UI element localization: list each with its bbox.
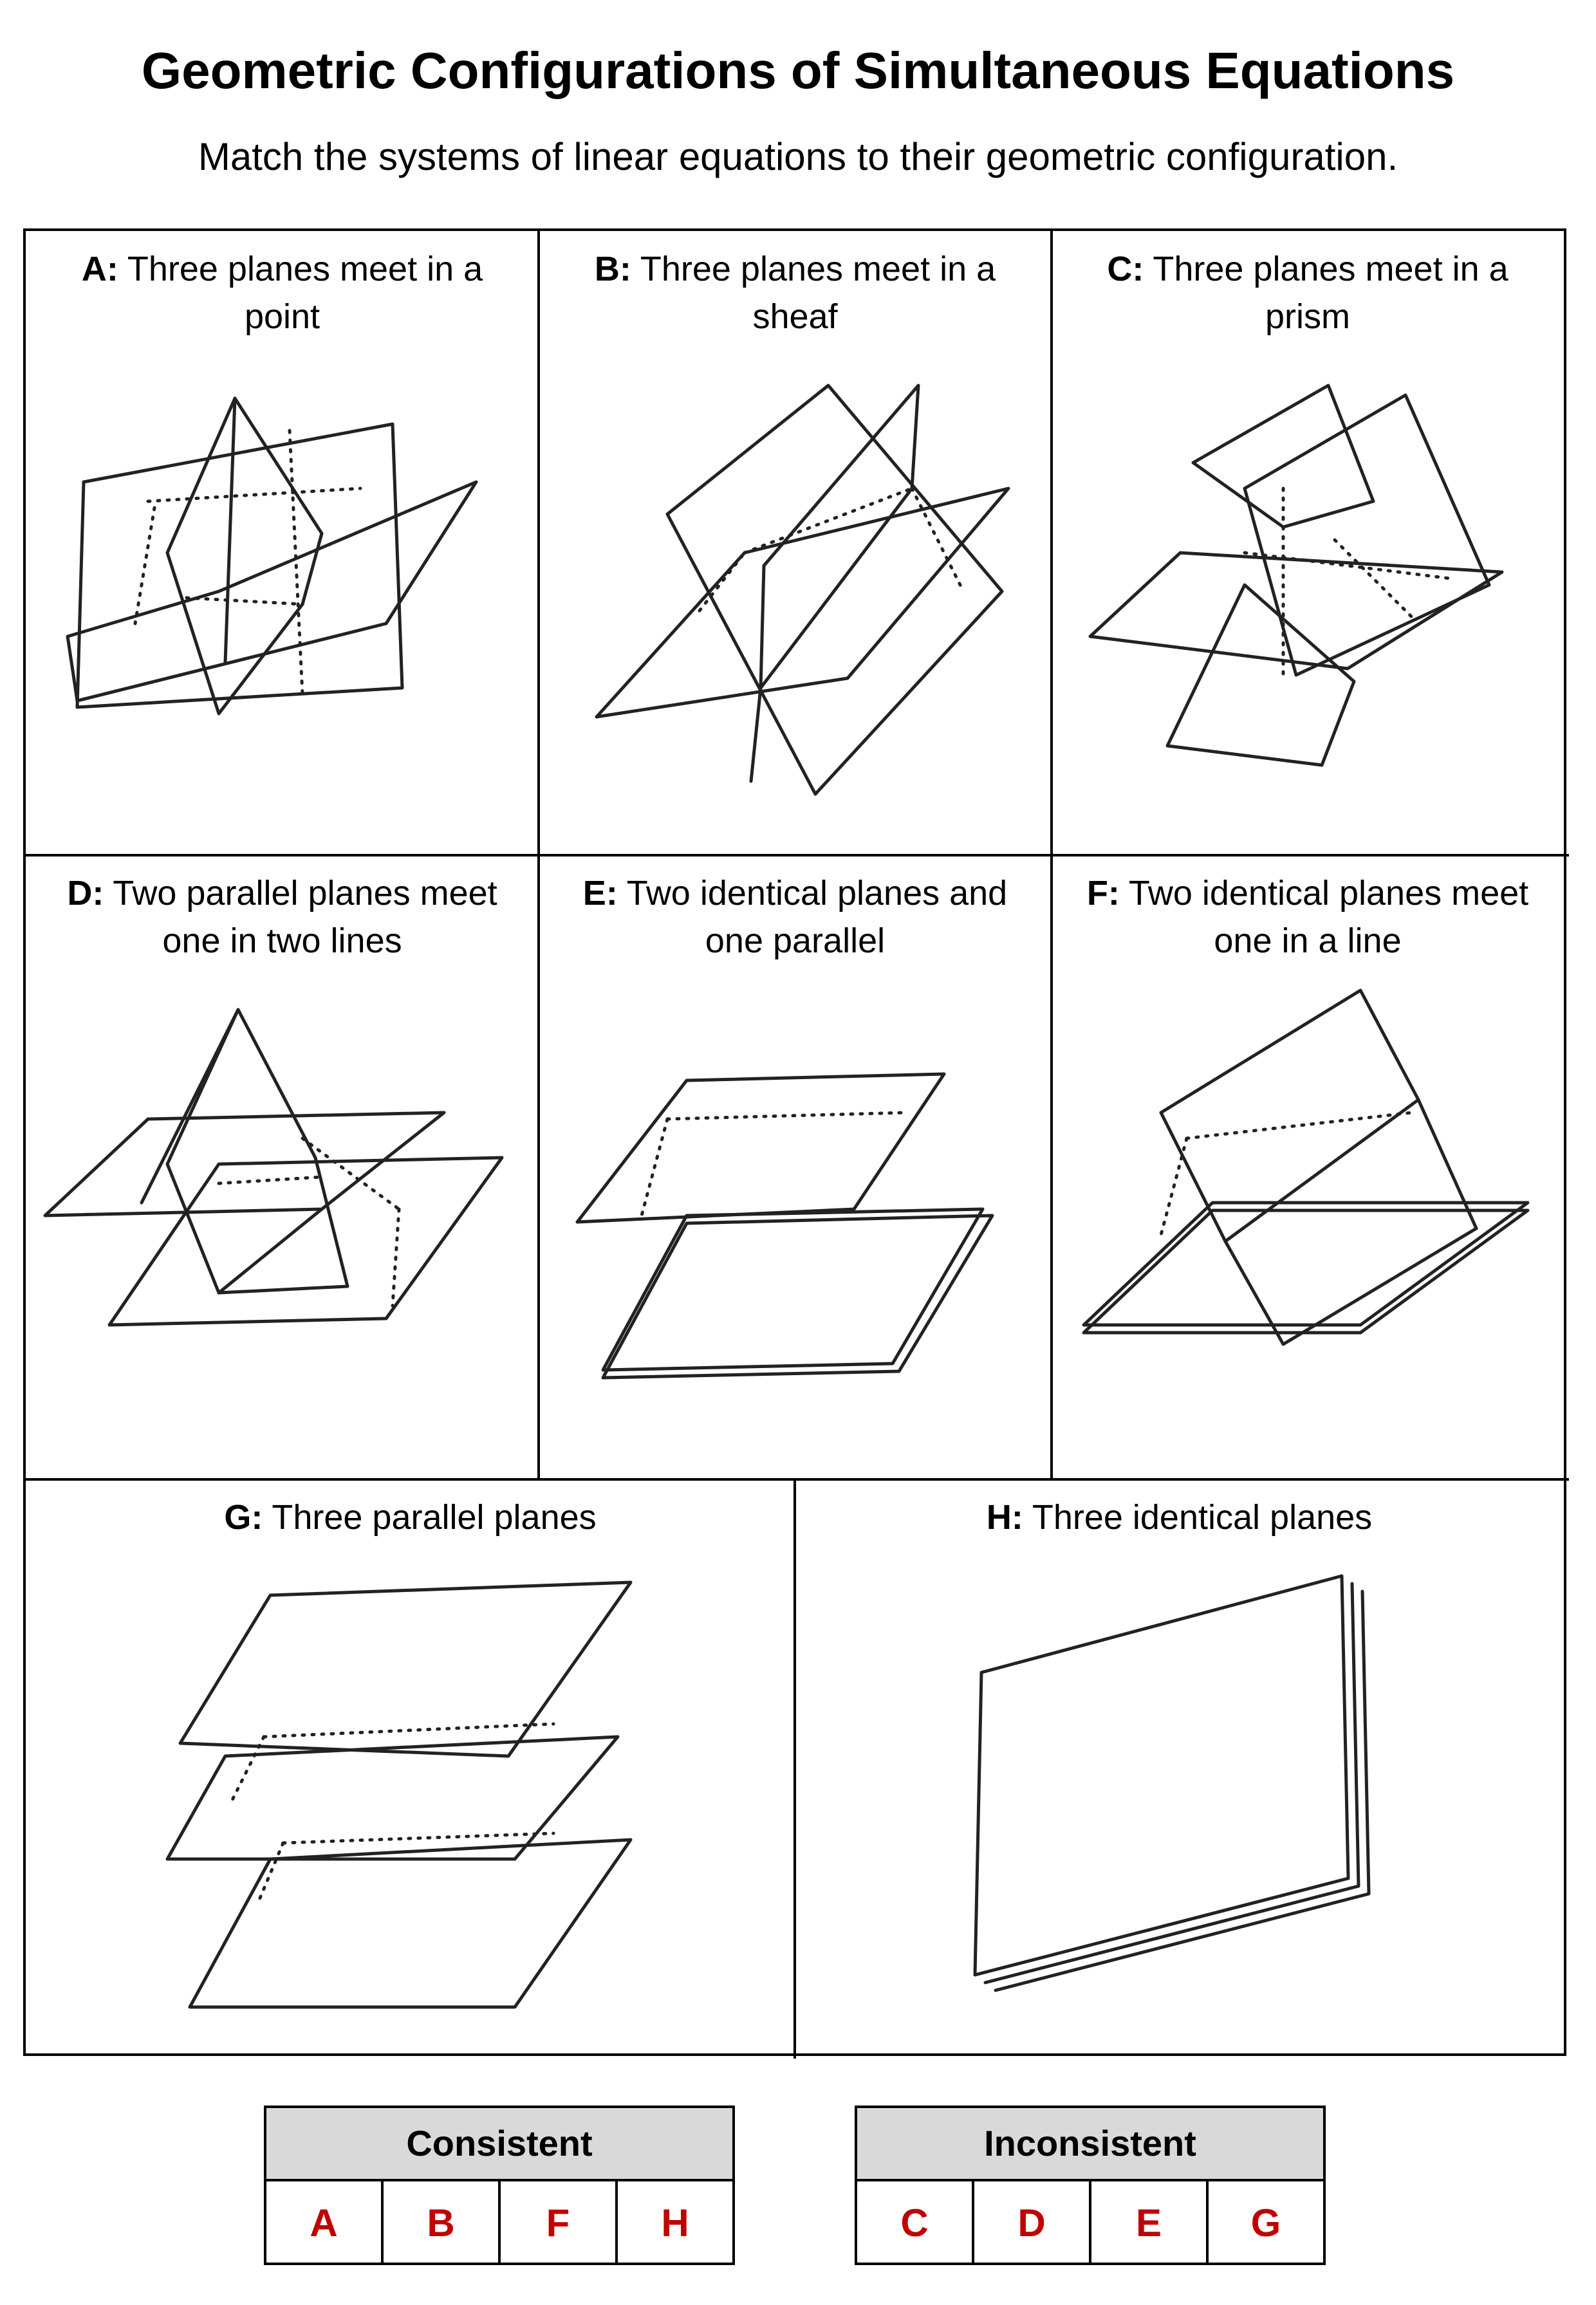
- diagram-three-parallel: [165, 1580, 633, 2009]
- answer-cell: A: [310, 2201, 338, 2245]
- answer-cell: G: [1206, 2181, 1323, 2265]
- cell-e: E: Two identical planes and one parallel: [539, 855, 1052, 1479]
- cell-d-letter: D:: [67, 874, 104, 912]
- answer-cell: F: [498, 2181, 615, 2265]
- cell-h-text: Three identical planes: [1023, 1498, 1373, 1537]
- cell-e-text: Two identical planes and one parallel: [617, 874, 1008, 960]
- grid-divider: [26, 854, 1569, 856]
- cell-d-text: Two parallel planes meet one in two line…: [104, 874, 497, 960]
- cell-a-text: Three planes meet in a point: [118, 250, 483, 336]
- cell-c-text: Three planes meet in a prism: [1144, 250, 1508, 336]
- cell-c: C: Three planes meet in a prism: [1052, 231, 1564, 855]
- cell-a-label: A: Three planes meet in a point: [51, 245, 513, 340]
- cell-g-text: Three parallel planes: [263, 1498, 597, 1537]
- grid-divider: [26, 1478, 1569, 1481]
- diagram-prism: [1088, 384, 1504, 767]
- consistent-row: A B F H: [266, 2181, 732, 2265]
- cell-g-letter: G:: [224, 1498, 263, 1537]
- cell-f-letter: F:: [1086, 874, 1120, 912]
- cell-b-text: Three planes meet in a sheaf: [631, 250, 996, 336]
- cell-c-letter: C:: [1107, 250, 1144, 288]
- cell-b-label: B: Three planes meet in a sheaf: [564, 245, 1026, 340]
- cell-h: H: Three identical planes: [795, 1479, 1564, 2053]
- diagram-sheaf: [595, 384, 1010, 796]
- cell-d: D: Two parallel planes meet one in two l…: [26, 855, 539, 1479]
- page-subtitle: Match the systems of linear equations to…: [198, 135, 1398, 178]
- diagram-two-identical-cutting: [1082, 988, 1530, 1346]
- diagram-two-identical-one-parallel: [575, 1072, 994, 1380]
- cell-f: F: Two identical planes meet one in a li…: [1052, 855, 1564, 1479]
- diagram-three-identical: [973, 1574, 1371, 1992]
- inconsistent-row: C D E G: [857, 2181, 1323, 2265]
- cell-f-label: F: Two identical planes meet one in a li…: [1077, 869, 1538, 965]
- cell-g: G: Three parallel planes: [26, 1479, 795, 2053]
- inconsistent-heading: Inconsistent: [857, 2108, 1323, 2181]
- consistent-table: Consistent A B F H: [264, 2106, 735, 2265]
- answer-cell: H: [615, 2181, 732, 2265]
- cell-g-label: G: Three parallel planes: [51, 1494, 769, 1541]
- grid-divider: [793, 1479, 796, 2059]
- cell-h-letter: H:: [986, 1498, 1023, 1537]
- cell-c-label: C: Three planes meet in a prism: [1077, 245, 1538, 340]
- page-title: Geometric Configurations of Simultaneous…: [141, 42, 1455, 99]
- consistent-heading: Consistent: [266, 2108, 732, 2181]
- cell-f-text: Two identical planes meet one in a line: [1119, 874, 1529, 960]
- cell-e-letter: E:: [582, 874, 618, 912]
- inconsistent-table: Inconsistent C D E G: [855, 2106, 1326, 2265]
- answer-cell: B: [381, 2181, 498, 2265]
- cell-a-letter: A:: [81, 250, 118, 288]
- diagram-point: [66, 396, 478, 716]
- cell-e-label: E: Two identical planes and one parallel: [564, 869, 1026, 965]
- cell-b: B: Three planes meet in a sheaf: [539, 231, 1052, 855]
- cell-a: A: Three planes meet in a point: [26, 231, 539, 855]
- cell-b-letter: B:: [594, 250, 631, 288]
- cell-h-label: H: Three identical planes: [821, 1494, 1538, 1541]
- answer-cell: D: [972, 2181, 1089, 2265]
- diagram-grid: A: Three planes meet in a point B: Three…: [23, 228, 1569, 2059]
- diagram-two-parallel-one-cutting: [43, 1008, 504, 1327]
- answer-cell: C: [900, 2201, 929, 2245]
- cell-d-label: D: Two parallel planes meet one in two l…: [51, 869, 513, 965]
- answer-cell: E: [1089, 2181, 1206, 2265]
